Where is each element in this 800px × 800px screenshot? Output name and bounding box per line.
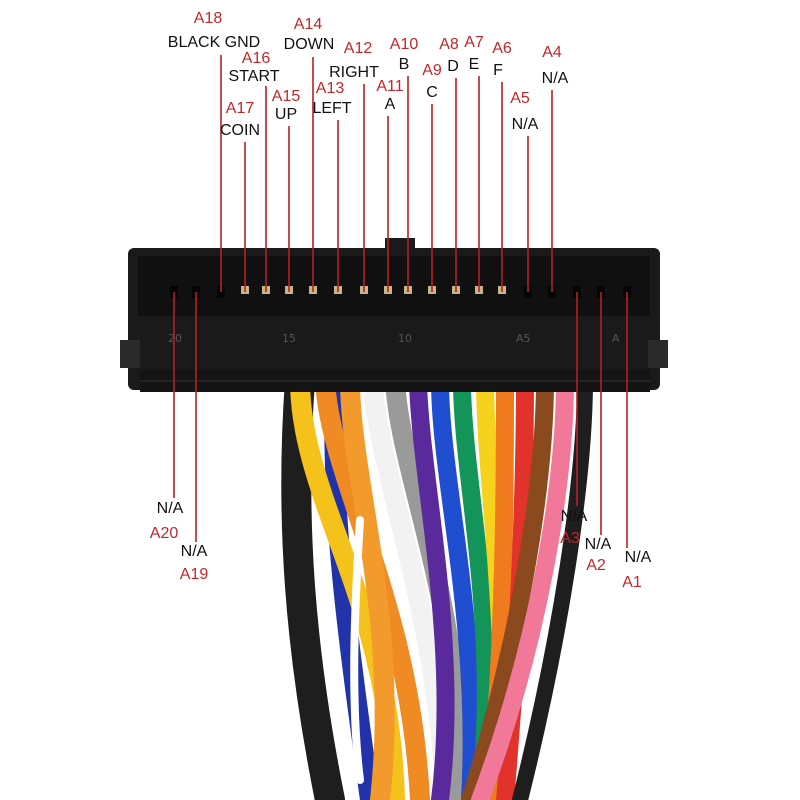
- pin-label-a4: A4: [542, 44, 562, 61]
- function-label-a20: N/A: [156, 500, 184, 517]
- function-label-a19: N/A: [180, 543, 208, 560]
- pin-label-a17: A17: [225, 100, 255, 117]
- function-label-a8: D: [447, 58, 459, 75]
- marking-a: A: [612, 332, 620, 345]
- pin-label-a16: A16: [241, 50, 271, 67]
- pin-label-a12: A12: [343, 40, 373, 57]
- housing-markings: 20 15 10 A5 A: [168, 332, 620, 345]
- pin-label-a7: A7: [464, 34, 484, 51]
- function-label-a6: F: [493, 62, 503, 79]
- pin-label-a18: A18: [193, 10, 223, 27]
- function-label-a15: UP: [274, 106, 298, 123]
- function-label-a18: BLACK GND: [167, 34, 261, 51]
- function-label-a17: COIN: [220, 122, 260, 139]
- function-label-a4: N/A: [541, 70, 569, 87]
- pin-label-a5: A5: [510, 90, 530, 107]
- function-label-a1: N/A: [624, 549, 652, 566]
- function-label-a16: START: [228, 68, 280, 85]
- function-label-a5: N/A: [511, 116, 539, 133]
- pin-label-a8: A8: [439, 36, 459, 53]
- marking-10: 10: [398, 332, 412, 345]
- pin-label-a15: A15: [271, 88, 301, 105]
- function-label-a10: B: [398, 56, 410, 73]
- function-label-a14: DOWN: [283, 36, 335, 53]
- function-label-a3: N/A: [560, 508, 588, 525]
- pin-label-a10: A10: [389, 36, 419, 53]
- connector-housing: [120, 238, 668, 392]
- wire-bundle: [281, 365, 593, 800]
- marking-15: 15: [282, 332, 296, 345]
- pin-label-a13: A13: [315, 80, 345, 97]
- pin-label-a6: A6: [492, 40, 512, 57]
- pin-label-a14: A14: [293, 16, 323, 33]
- leader-lines: [173, 55, 628, 548]
- function-label-a9: C: [426, 84, 438, 101]
- function-label-a12: RIGHT: [329, 64, 379, 81]
- function-label-a13: LEFT: [312, 100, 352, 117]
- pin-label-a11: A11: [376, 78, 404, 95]
- marking-20: 20: [168, 332, 182, 345]
- pin-label-a9: A9: [422, 62, 442, 79]
- pin-label-a1: A1: [622, 574, 642, 591]
- function-label-a11: A: [384, 96, 396, 113]
- pin-label-a20: A20: [149, 525, 179, 542]
- pin-label-a2: A2: [586, 557, 606, 574]
- pin-label-a3: A3: [560, 530, 580, 547]
- function-label-a7: E: [468, 56, 480, 73]
- marking-a5: A5: [516, 332, 531, 345]
- function-label-a2: N/A: [584, 536, 612, 553]
- pin-label-a19: A19: [179, 566, 209, 583]
